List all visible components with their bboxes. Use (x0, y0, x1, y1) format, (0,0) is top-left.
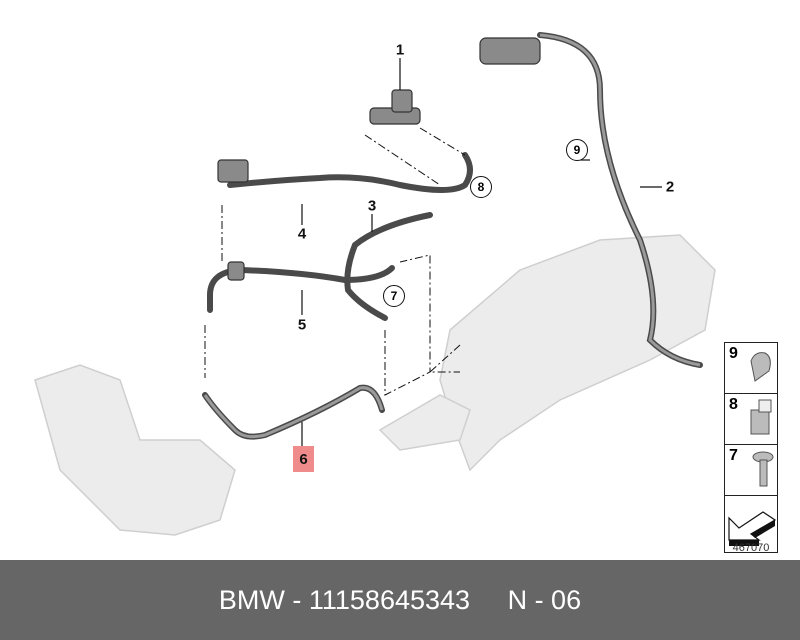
callout-1[interactable]: 1 (395, 41, 405, 59)
part-number: 11158645343 (308, 584, 471, 615)
valve-parts (217, 37, 541, 281)
callout-3[interactable]: 3 (367, 197, 377, 215)
legend-item-8: 8 (724, 393, 778, 444)
spacer (470, 585, 508, 616)
air-duct-illustration (34, 364, 236, 536)
position-code: N - 06 (507, 584, 582, 615)
callout-2[interactable]: 2 (665, 178, 675, 196)
intake-manifold-illustration (378, 234, 716, 472)
canister-purge-valve (479, 37, 541, 65)
parts-diagram: 1 2 3 4 5 6 7 8 9 9 8 7 467070 (34, 32, 778, 554)
legend-item-9: 9 (724, 342, 778, 393)
callout-6-highlighted[interactable]: 6 (293, 446, 314, 472)
legend-number: 8 (729, 396, 738, 413)
callout-5[interactable]: 5 (297, 316, 307, 334)
hose-clip-icon (750, 352, 771, 382)
separator: - (284, 584, 309, 615)
clip-nut-icon (750, 399, 772, 435)
legend-item-arrow (724, 495, 778, 553)
assembly-lines (204, 127, 466, 396)
direction-arrow-icon (728, 511, 777, 546)
hose-highlights (203, 33, 701, 439)
diagram-number: 467070 (732, 542, 770, 554)
callout-9[interactable]: 9 (566, 139, 588, 161)
callout-4[interactable]: 4 (297, 225, 307, 243)
legend-number: 7 (729, 447, 738, 464)
callout-8[interactable]: 8 (470, 176, 492, 198)
parts-legend: 9 8 7 (724, 342, 778, 553)
callout-7[interactable]: 7 (383, 285, 405, 307)
hose-6 (202, 384, 385, 440)
legend-item-7: 7 (724, 444, 778, 495)
footer-bar: BMW - 11158645343 N - 06 (0, 560, 800, 640)
diagram-drawing (34, 32, 716, 536)
legend-number: 9 (729, 345, 738, 362)
brand: BMW (218, 584, 285, 615)
hose-4 (227, 152, 473, 193)
hose-3 (344, 212, 433, 321)
screw-icon (752, 451, 774, 487)
